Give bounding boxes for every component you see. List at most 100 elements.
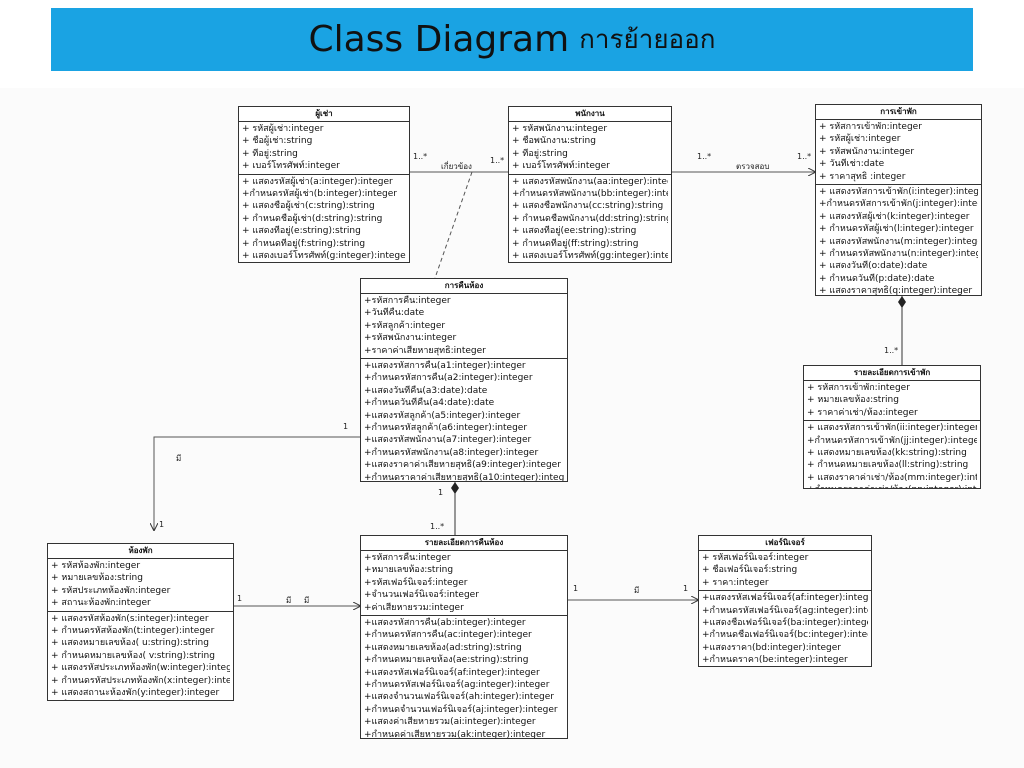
- operation: +แสดงจำนวนเฟอร์นิเจอร์(ah:integer):integ…: [364, 692, 554, 703]
- label-return-room: มี: [176, 454, 182, 463]
- operation: +แสดงราคา(bd:integer):integer: [702, 642, 841, 653]
- mult-stay-detail: 1..*: [884, 346, 899, 355]
- operation: +กำหนดราคา(be:integer):integer: [702, 655, 848, 666]
- operation: +กำหนดรหัสการคืน(ac:integer):integer: [364, 630, 532, 641]
- operation: +กำหนดจำนวนเฟอร์นิเจอร์(aj:integer):inte…: [364, 704, 558, 715]
- attribute-section: +รหัสการคืน:integer+วันที่คืน:date+รหัสล…: [361, 294, 567, 358]
- attribute: + รหัสพนักงาน:integer: [819, 146, 915, 157]
- operation: + แสดงรหัสห้องพัก(s:integer):integer: [51, 613, 209, 624]
- title-banner: Class Diagram การย้ายออก: [51, 8, 973, 71]
- attribute: + สถานะห้องพัก:integer: [51, 598, 151, 609]
- mult-employee-stay-left: 1..*: [697, 152, 712, 161]
- attribute: + เบอร์โทรศัพท์:integer: [242, 161, 340, 172]
- attribute: + เบอร์โทรศัพท์:integer: [512, 161, 610, 172]
- mult-room-top: 1: [159, 520, 165, 529]
- composition-diamond-return: [451, 482, 459, 494]
- operation: + แสดงเบอร์โทรศัพท์(gg:integer):integer: [512, 251, 668, 262]
- class-room: ห้องพัก + รหัสห้องพัก:integer + หมายเลขห้อ…: [47, 543, 234, 701]
- attribute: + ราคาสุทธิ :integer: [819, 171, 906, 182]
- operation: +กำหนดรหัสพนักงาน(bb:integer):integer: [512, 189, 668, 200]
- attribute: + รหัสห้องพัก:integer: [51, 561, 141, 571]
- attribute-section: + รหัสการเข้าพัก:integer+ รหัสผู้เช่า:in…: [816, 120, 981, 184]
- operation: + กำหนดรหัสประเภทห้องพัก(x:integer):inte…: [51, 675, 230, 686]
- attribute: + รหัสประเภทห้องพัก:integer: [51, 585, 171, 596]
- attribute: +รหัสเฟอร์นิเจอร์:integer: [364, 577, 468, 588]
- attribute: +รหัสการคืน:integer: [364, 553, 451, 563]
- operation-section: + แสดงรหัสพนักงาน(aa:integer):integer +กำ…: [509, 173, 671, 262]
- operation: +แสดงค่าเสียหายรวม(ai:integer):integer: [364, 717, 536, 728]
- class-stay: การเข้าพัก+ รหัสการเข้าพัก:integer+ รหัส…: [815, 104, 982, 296]
- class-return-room: การคืนห้อง+รหัสการคืน:integer+วันที่คืน:…: [360, 278, 568, 482]
- operation: + กำหนดสถานะห้องพัก(z:integer):integer: [51, 699, 230, 700]
- operation: + แสดงราคาสุทธิ(q:integer):integer: [819, 286, 973, 296]
- operation: + แสดงที่อยู่(ee:string):string: [512, 226, 637, 237]
- operation: + กำหนดรหัสพนักงาน(n:integer):integer: [819, 249, 978, 260]
- mult-employee-stay-right: 1..*: [797, 152, 812, 161]
- operation: +แสดงรหัสเฟอร์นิเจอร์(af:integer):intege…: [364, 667, 540, 678]
- class-stay-detail: รายละเอียดการเข้าพัก+ รหัสการเข้าพัก:int…: [803, 365, 981, 489]
- operation: + แสดงสถานะห้องพัก(y:integer):integer: [51, 688, 220, 699]
- attribute: + ราคาค่าเช่า/ห้อง:integer: [807, 407, 918, 418]
- class-name: พนักงาน: [509, 107, 671, 122]
- operation: +แสดงวันที่คืน(a3:date):date: [364, 385, 488, 396]
- operation-section: + แสดงรหัสผู้เช่า(a:integer):integer+กำห…: [239, 173, 409, 262]
- operation: + แสดงชื่อพนักงาน(cc:string):string: [512, 201, 664, 212]
- class-name: การคืนห้อง: [361, 279, 567, 294]
- operation: + แสดงเบอร์โทรศัพท์(g:integer):integer: [242, 251, 406, 262]
- attribute: + หมายเลขห้อง:string: [51, 573, 143, 584]
- class-name: ผู้เช่า: [239, 107, 409, 122]
- attribute: + รหัสเฟอร์นิเจอร์:integer: [702, 553, 809, 563]
- attribute-section: + รหัสห้องพัก:integer + หมายเลขห้อง:strin…: [48, 559, 233, 611]
- operation: + กำหนดหมายเลขห้อง(ll:string):string: [807, 460, 969, 471]
- mult-room-detail: 1: [237, 594, 243, 603]
- operation-section: +แสดงรหัสเฟอร์นิเจอร์(af:integer):intege…: [699, 590, 871, 666]
- operation: +กำหนดรหัสการเข้าพัก(j:integer):integer: [819, 199, 978, 210]
- operation: +แสดงชื่อเฟอร์นิเจอร์(ba:integer):intege…: [702, 618, 868, 629]
- attribute-section: + รหัสพนักงาน:integer+ ชื่อพนักงาน:strin…: [509, 122, 671, 174]
- operation-section: +แสดงรหัสการคืน(ab:integer):integer+กำหน…: [361, 615, 567, 739]
- attribute: + หมายเลขห้อง:string: [807, 395, 899, 406]
- operation: + กำหนดรหัสผู้เช่า(l:integer):integer: [819, 224, 974, 235]
- class-name: ห้องพัก: [48, 544, 233, 559]
- operation: + แสดงรหัสพนักงาน(m:integer):integer: [819, 236, 978, 247]
- operation: + แสดงรหัสการเข้าพัก(ii:integer):integer: [807, 423, 977, 434]
- operation: + แสดงรหัสผู้เช่า(k:integer):integer: [819, 211, 970, 222]
- label-detail-furniture: มี: [634, 586, 640, 595]
- class-tenant: ผู้เช่า+ รหัสผู้เช่า:integer+ ชื่อผู้เช่…: [238, 106, 410, 263]
- operation: +กำหนดค่าเสียหายรวม(ak:integer):integer: [364, 729, 546, 739]
- operation: + กำหนดที่อยู่(ff:string):string: [512, 238, 639, 249]
- link-association-class: [434, 171, 473, 279]
- class-name: การเข้าพัก: [816, 105, 981, 120]
- operation-section: + แสดงรหัสการเข้าพัก(ii:integer):integer…: [804, 420, 980, 488]
- label-employee-stay: ตรวจสอบ: [736, 162, 770, 171]
- attribute: + รหัสผู้เช่า:integer: [819, 134, 901, 145]
- attribute: +รหัสพนักงาน:integer: [364, 333, 457, 344]
- operation: +แสดงรหัสการคืน(ab:integer):integer: [364, 618, 526, 629]
- operation: +กำหนดชื่อเฟอร์นิเจอร์(bc:integer):integ…: [702, 630, 868, 641]
- attribute: + รหัสพนักงาน:integer: [512, 124, 608, 134]
- mult-detail-furniture-left: 1: [573, 584, 579, 593]
- attribute: +วันที่คืน:date: [364, 308, 425, 319]
- operation: + แสดงที่อยู่(e:string):string: [242, 226, 361, 237]
- operation: + แสดงชื่อผู้เช่า(c:string):string: [242, 201, 375, 212]
- attribute-section: + รหัสการเข้าพัก:integer+ หมายเลขห้อง:st…: [804, 381, 980, 420]
- class-return-detail: รายละเอียดการคืนห้อง+รหัสการคืน:integer+…: [360, 535, 568, 739]
- operation: + กำหนดวันที่(p:date):date: [819, 273, 935, 284]
- operation: + แสดงราคาค่าเช่า/ห้อง(mm:integer):integ…: [807, 472, 977, 483]
- mult-return-room: 1: [343, 422, 349, 431]
- operation: +แสดงรหัสลูกค้า(a5:integer):integer: [364, 410, 521, 421]
- attribute-section: + รหัสเฟอร์นิเจอร์:integer+ ชื่อเฟอร์นิเ…: [699, 551, 871, 590]
- attribute: +จำนวนเฟอร์นิเจอร์:integer: [364, 590, 479, 601]
- attribute: +ค่าเสียหายรวม:integer: [364, 602, 464, 613]
- operation: + แสดงวันที่(o:date):date: [819, 261, 928, 272]
- operation: +กำหนดรหัสการคืน(a2:integer):integer: [364, 373, 533, 384]
- operation: + แสดงรหัสพนักงาน(aa:integer):integer: [512, 176, 668, 187]
- label-tenant-employee: เกี่ยวข้อง: [441, 162, 472, 171]
- class-name: เฟอร์นิเจอร์: [699, 536, 871, 551]
- operation: + แสดงรหัสผู้เช่า(a:integer):integer: [242, 176, 393, 187]
- link-return-room: [154, 436, 360, 530]
- operation: +แสดงราคาค่าเสียหายสุทธิ(a9:integer):int…: [364, 460, 561, 471]
- attribute: +หมายเลขห้อง:string: [364, 565, 454, 576]
- operation: +กำหนดรหัสเฟอร์นิเจอร์(ag:integer):integ…: [702, 605, 868, 616]
